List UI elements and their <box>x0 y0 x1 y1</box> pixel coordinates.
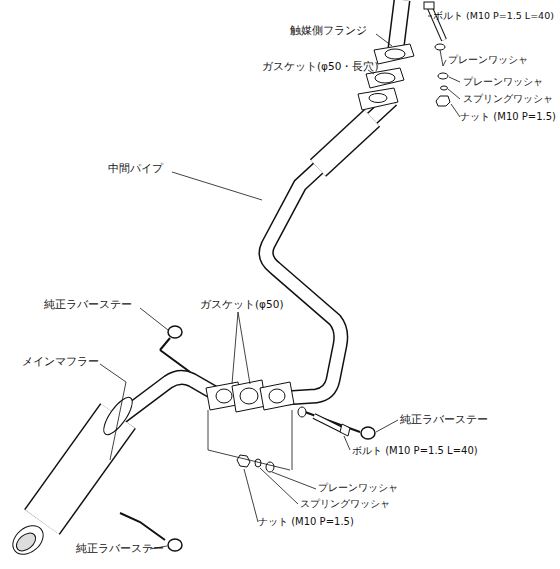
part-label: 触媒側フランジ <box>290 24 367 37</box>
part-label: ガスケット(φ50) <box>200 298 283 311</box>
part-label: 純正ラバーステー <box>76 542 164 555</box>
part-label: ナット (M10 P=1.5) <box>460 111 556 123</box>
part-label: 純正ラバーステー <box>44 298 132 311</box>
part-label: 純正ラバーステー <box>400 413 488 426</box>
part-label: プレーンワッシャ <box>318 482 398 494</box>
part-label: スプリングワッシャ <box>463 93 553 105</box>
part-label: 中間パイプ <box>108 162 163 175</box>
part-label: ボルト (M10 P=1.5 L=40) <box>352 445 478 457</box>
part-label: ボルト (M10 P=1.5 L=40) <box>433 10 554 21</box>
part-label: メインマフラー <box>22 355 99 368</box>
part-label: ガスケット(φ50・長穴) <box>262 60 378 73</box>
part-label: プレーンワッシャ <box>448 54 528 66</box>
part-label: スプリングワッシャ <box>300 498 390 510</box>
part-label: プレーンワッシャ <box>463 76 543 88</box>
part-label: ナット (M10 P=1.5) <box>258 516 354 528</box>
